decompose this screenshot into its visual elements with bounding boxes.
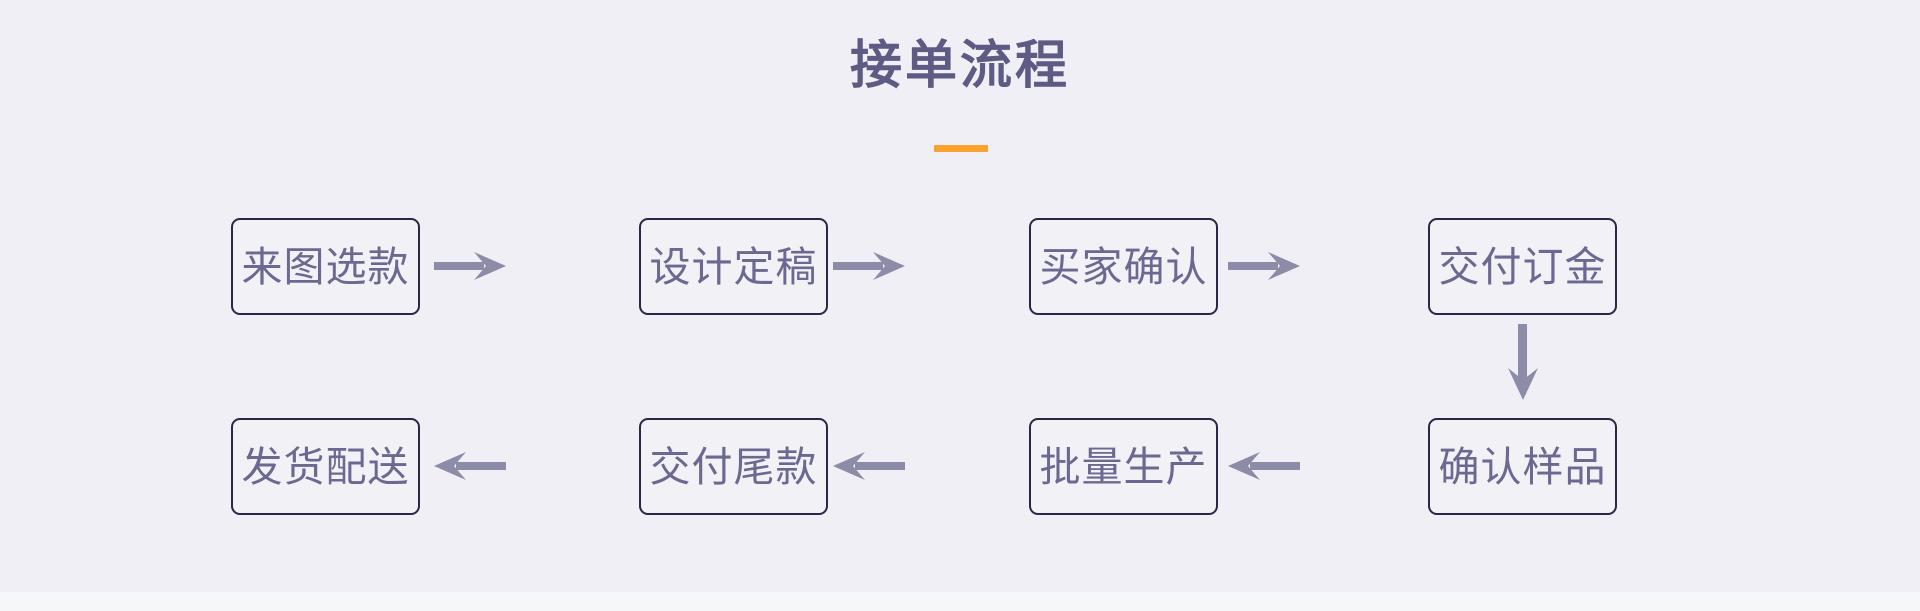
- arrow-down-icon: [1508, 324, 1538, 400]
- flow-node-she-ji-ding-gao[interactable]: 设计定稿: [639, 218, 828, 315]
- flow-node-que-ren-yang-pin[interactable]: 确认样品: [1428, 418, 1617, 515]
- bottom-strip: [0, 592, 1920, 611]
- arrow-left-icon: [434, 452, 506, 480]
- flow-node-fa-huo-pei-song[interactable]: 发货配送: [231, 418, 420, 515]
- flow-node-lai-tu-xuan-kuan[interactable]: 来图选款: [231, 218, 420, 315]
- title-accent-bar: [934, 145, 988, 152]
- arrow-right-icon: [434, 252, 506, 280]
- flow-node-jiao-fu-wei-kuan[interactable]: 交付尾款: [639, 418, 828, 515]
- page-title: 接单流程: [849, 38, 1070, 95]
- flow-node-pi-liang-sheng-chan[interactable]: 批量生产: [1029, 418, 1218, 515]
- arrow-left-icon: [833, 452, 905, 480]
- flow-node-jiao-fu-ding-jin[interactable]: 交付订金: [1428, 218, 1617, 315]
- arrow-right-icon: [833, 252, 905, 280]
- arrow-right-icon: [1228, 252, 1300, 280]
- flow-node-mai-jia-que-ren[interactable]: 买家确认: [1029, 218, 1218, 315]
- arrow-left-icon: [1228, 452, 1300, 480]
